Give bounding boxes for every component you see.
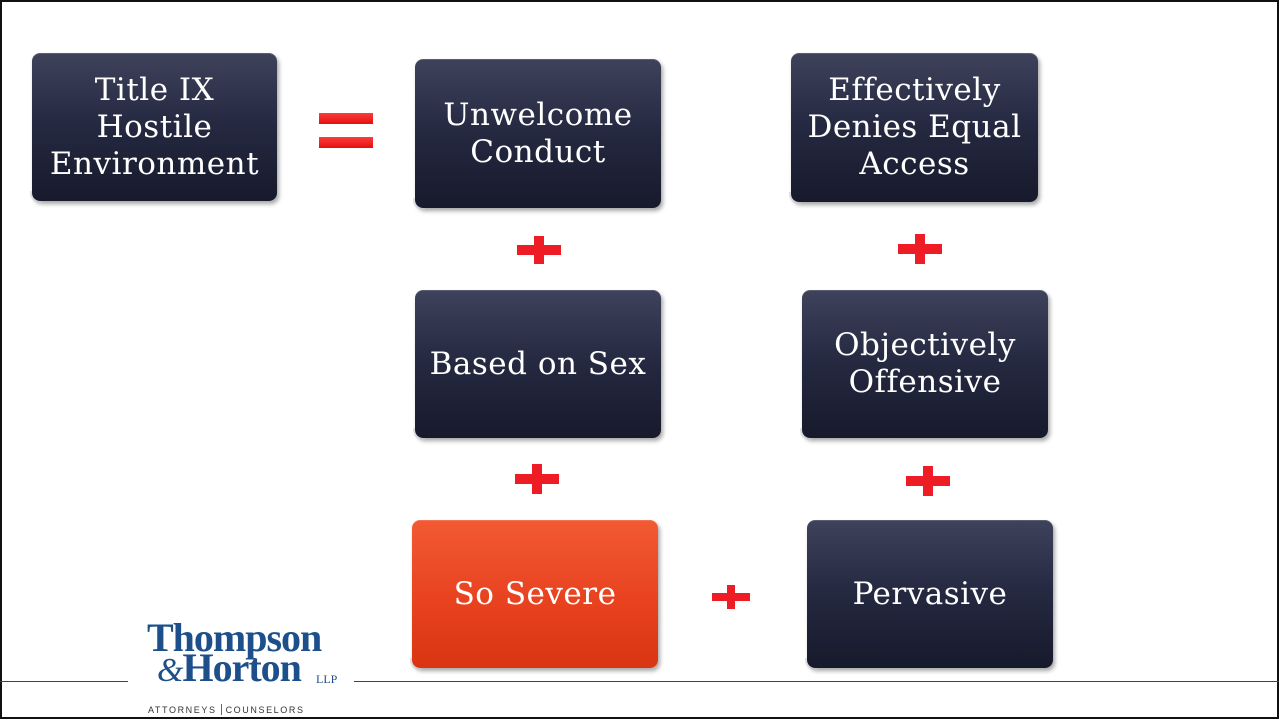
plus-icon: [515, 464, 559, 494]
plus-icon: [517, 236, 561, 264]
effectively-denies-equal-access-box: Effectively Denies Equal Access: [789, 53, 1038, 204]
footer-rule-left: [0, 681, 128, 682]
logo-tag-counselors: COUNSELORS: [225, 705, 305, 715]
logo-tagline: ATTORNEYS COUNSELORS: [148, 704, 305, 715]
logo-llp: LLP: [316, 672, 338, 686]
logo-ampersand: &: [157, 652, 183, 689]
title-ix-hostile-environment-box: Title IX Hostile Environment: [30, 53, 277, 203]
so-severe-box: So Severe: [410, 520, 658, 670]
thompson-horton-logo: Thompson &Horton LLP ATTORNEYS COUNSELORS: [130, 618, 350, 718]
plus-icon: [906, 466, 950, 496]
unwelcome-conduct-box: Unwelcome Conduct: [413, 59, 661, 210]
pervasive-box: Pervasive: [805, 520, 1053, 670]
logo-horton-line: &Horton: [157, 645, 302, 691]
equals-icon: [319, 113, 373, 149]
so-severe-label: So Severe: [453, 575, 617, 612]
objectively-offensive-box: Objectively Offensive: [800, 290, 1048, 440]
logo-tag-attorneys: ATTORNEYS: [148, 705, 217, 715]
pervasive-label: Pervasive: [852, 575, 1008, 612]
logo-thompson: Thompson: [147, 615, 322, 660]
based-on-sex-label: Based on Sex: [429, 345, 647, 382]
based-on-sex-box: Based on Sex: [413, 290, 661, 440]
objectively-offensive-label: Objectively Offensive: [834, 327, 1016, 400]
effectively-denies-equal-access-label: Effectively Denies Equal Access: [807, 72, 1022, 182]
plus-icon: [712, 585, 750, 609]
plus-icon: [898, 234, 942, 264]
title-ix-label: Title IX Hostile Environment: [49, 71, 260, 182]
logo-horton: Horton: [182, 645, 301, 690]
footer-rule-right: [354, 681, 1279, 682]
unwelcome-conduct-label: Unwelcome Conduct: [443, 96, 633, 170]
